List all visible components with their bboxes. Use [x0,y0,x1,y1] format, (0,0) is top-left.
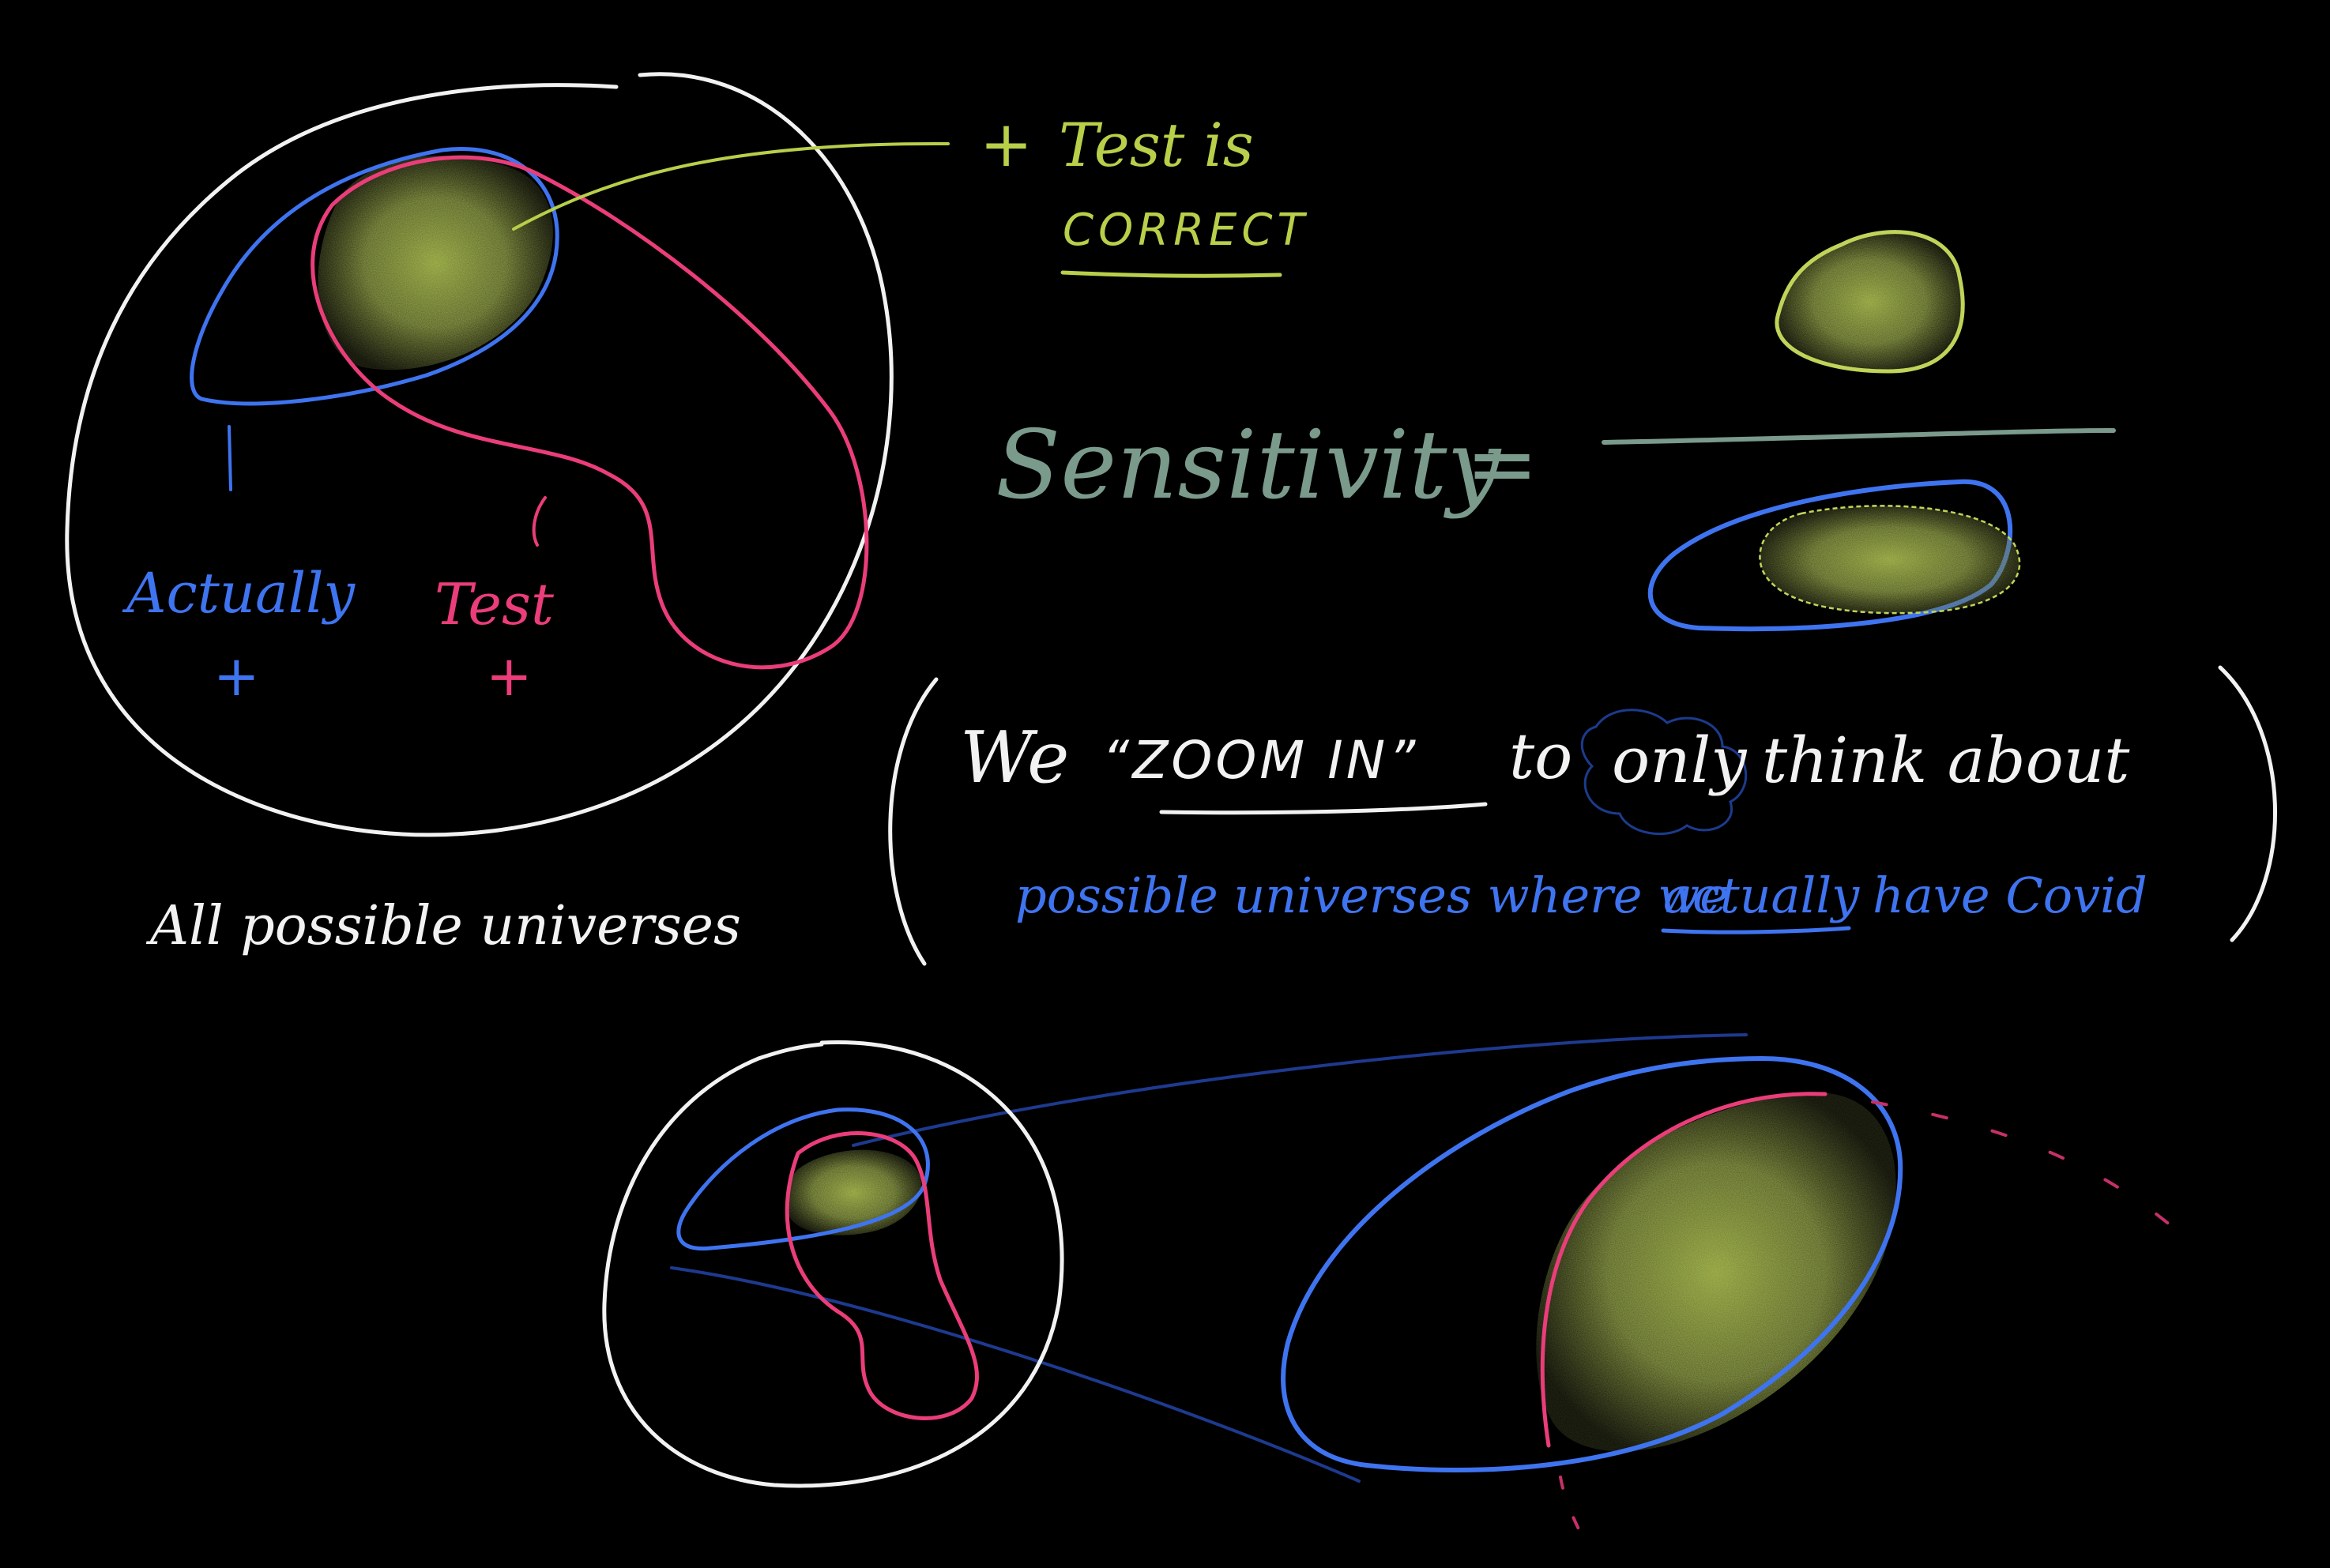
small-universe-outline [602,1040,1064,1488]
denominator-correct-region [1759,505,2021,615]
zoom-we: We [960,716,1069,799]
zoom-line2-actually: actually [1663,867,1860,924]
small-correct-region [785,1149,922,1235]
small-test-outline [785,1131,979,1420]
zoom-think: think about [1762,724,2130,797]
test-correct-plus: + [980,107,1033,181]
test-correct-line1: Test is [1059,110,1254,180]
correct-underline [1060,270,1282,278]
scribble-cloud [1580,709,1748,836]
universes-caption: All possible universes [145,895,741,957]
zoom-only: only [1612,724,1748,797]
zoom-in-note: We “ZOOM IN” to only think about possibl… [888,665,2278,966]
sensitivity-label: Sensitivity [996,411,1502,521]
test-positive-outline [311,155,869,670]
small-actually-outline [676,1107,930,1251]
zoomed-correct-region [1536,1092,1896,1452]
test-outline-dashes [1871,1100,2206,1254]
correct-positive-region [318,156,553,370]
test-plus: + [486,644,533,709]
zoomed-actually-outline [1281,1055,1903,1472]
zoom-connector-bottom [670,1266,1361,1483]
main-venn-diagram: Actually + Test + All possible universes [65,72,950,957]
equals-sign: = [1466,413,1538,514]
actually-positive-outline [190,147,559,406]
zoom-underline [1159,802,1488,815]
numerator-correct-region [1775,230,1965,374]
test-label: Test [435,571,555,637]
zoom-quote: “ZOOM IN” [1102,730,1418,791]
all-universes-outline [65,72,894,837]
actually-underline [1661,926,1851,934]
zoom-to: to [1509,720,1572,793]
test-correct-label: + Test is CORRECT [980,107,1309,278]
test-tick [532,496,547,547]
fraction-bar [1602,428,2116,445]
test-outline-dashes-bottom [1559,1476,1590,1550]
zoom-line2-b: have Covid [1873,867,2147,924]
test-correct-line2: CORRECT [1063,205,1309,256]
zoomed-test-outline [1540,1092,1827,1448]
left-paren [888,677,939,966]
zoom-illustration [602,1033,2206,1550]
actually-label: Actually [122,561,356,626]
zoom-connector-top [852,1033,1748,1147]
sensitivity-formula: Sensitivity = [996,230,2116,632]
actually-plus: + [213,644,260,709]
correct-pointer-line [512,141,950,231]
actually-tick [228,425,232,491]
zoom-line2-a: possible universes where we [1015,867,1729,924]
right-paren [2218,665,2278,942]
